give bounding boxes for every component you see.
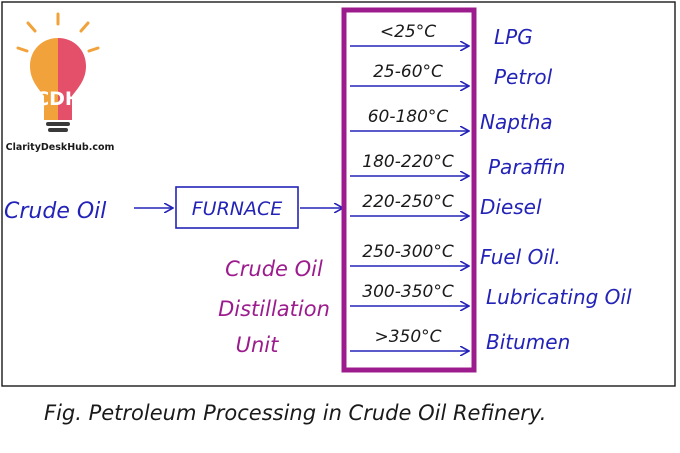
fraction-temperature: 300-350°C xyxy=(362,282,454,302)
fraction-row: 25-60°C Petrol xyxy=(350,62,553,89)
logo-bulb-right-icon xyxy=(58,38,86,120)
fraction-row: 250-300°C Fuel Oil. xyxy=(350,242,561,269)
fraction-product: Fuel Oil. xyxy=(480,245,561,269)
fraction-row: 220-250°C Diesel xyxy=(350,192,542,219)
unit-label-line-3: Unit xyxy=(236,333,280,357)
fraction-temperature: 60-180°C xyxy=(368,107,449,127)
logo-site-name: ClarityDeskHub.com xyxy=(6,142,115,153)
fraction-row: 180-220°C Paraffin xyxy=(350,152,565,179)
figure-caption: Fig. Petroleum Processing in Crude Oil R… xyxy=(44,401,546,425)
fraction-temperature: 220-250°C xyxy=(362,192,454,212)
logo: CDH ClarityDeskHub.com xyxy=(6,12,115,153)
fraction-product: Paraffin xyxy=(488,155,565,179)
fraction-list: <25°C LPG 25-60°C Petrol 60-180°C Naptha 180-2… xyxy=(350,22,632,354)
furnace-box xyxy=(175,186,299,229)
unit-label-line-1: Crude Oil xyxy=(225,257,323,281)
crude-oil-input-label: Crude Oil xyxy=(4,199,106,224)
fraction-temperature: >350°C xyxy=(374,327,441,347)
fraction-temperature: <25°C xyxy=(380,22,436,42)
fraction-temperature: 25-60°C xyxy=(373,62,443,82)
unit-label-line-2: Distillation xyxy=(218,297,330,321)
fraction-product: LPG xyxy=(494,25,533,49)
fraction-product: Lubricating Oil xyxy=(486,285,632,309)
fraction-product: Petrol xyxy=(494,65,553,89)
logo-rays-icon xyxy=(16,12,100,53)
diagram-frame xyxy=(1,1,676,387)
fraction-row: 60-180°C Naptha xyxy=(350,107,553,134)
fraction-temperature: 250-300°C xyxy=(362,242,454,262)
fraction-product: Bitumen xyxy=(486,330,570,354)
fraction-row: <25°C LPG xyxy=(350,22,533,49)
logo-initials: CDH xyxy=(35,88,81,110)
logo-bulb-left-icon xyxy=(30,38,58,120)
fraction-row: 300-350°C Lubricating Oil xyxy=(350,282,632,309)
logo-base-icon xyxy=(46,122,70,126)
distillation-column xyxy=(341,7,477,373)
furnace-label: FURNACE xyxy=(192,198,283,220)
fraction-row: >350°C Bitumen xyxy=(350,327,570,354)
fraction-product: Naptha xyxy=(480,110,553,134)
fraction-temperature: 180-220°C xyxy=(362,152,454,172)
fraction-product: Diesel xyxy=(480,195,542,219)
